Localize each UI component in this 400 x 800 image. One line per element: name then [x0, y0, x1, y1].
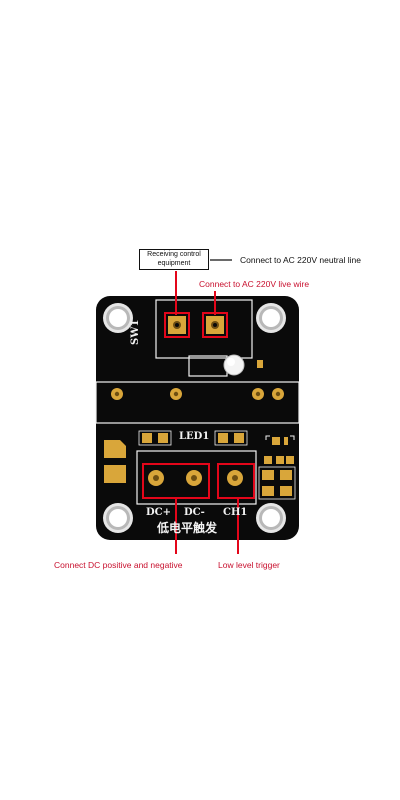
- dc-terminal-outline: [136, 450, 257, 505]
- dc-plus-silkscreen: DC+: [146, 507, 172, 518]
- ac-terminal-pad-1: [168, 316, 186, 334]
- highlight-box-ch1: [217, 463, 255, 499]
- relay-outline: [95, 381, 300, 424]
- mounting-hole-top-right: [256, 303, 286, 333]
- dc-plus-pad: [148, 470, 164, 486]
- silkscreen-bracket: [265, 435, 270, 440]
- mounting-hole-bottom-left: [103, 503, 133, 533]
- ch1-pad: [227, 470, 243, 486]
- component-bump: [223, 354, 245, 376]
- smd-pad-lower: [104, 465, 126, 483]
- dc-minus-pad: [186, 470, 202, 486]
- smd-pad-right-4: [262, 486, 274, 496]
- ac-terminal-outline: [155, 299, 253, 359]
- smd-pad-right-2: [264, 456, 272, 464]
- led-pad-1: [142, 433, 152, 443]
- smd-pad-right-1: [272, 437, 280, 445]
- neutral-line-label: Connect to AC 220V neutral line: [240, 255, 361, 265]
- mounting-hole-top-left: [103, 303, 133, 333]
- smd-pad-right-3: [262, 470, 274, 480]
- led-pad-3: [218, 433, 228, 443]
- dc-power-label: Connect DC positive and negative: [54, 560, 183, 570]
- ch1-silkscreen: CH1: [223, 507, 248, 518]
- pcb-board: [96, 296, 299, 540]
- trigger-cn-silkscreen: 低电平触发: [157, 521, 218, 535]
- trigger-label: Low level trigger: [218, 560, 280, 570]
- led-pad-2: [158, 433, 168, 443]
- mounting-hole-bottom-right: [256, 503, 286, 533]
- live-wire-label: Connect to AC 220V live wire: [199, 279, 310, 289]
- ac-terminal-pad-2: [206, 316, 224, 334]
- sw1-silkscreen: SW1: [130, 319, 141, 345]
- receiving-control-label: Receiving control equipment: [139, 249, 209, 270]
- led-pad-4: [234, 433, 244, 443]
- led1-silkscreen: LED1: [179, 431, 210, 442]
- smd-pad-large: [104, 440, 126, 458]
- small-pad: [257, 360, 263, 368]
- dc-minus-silkscreen: DC-: [184, 507, 205, 518]
